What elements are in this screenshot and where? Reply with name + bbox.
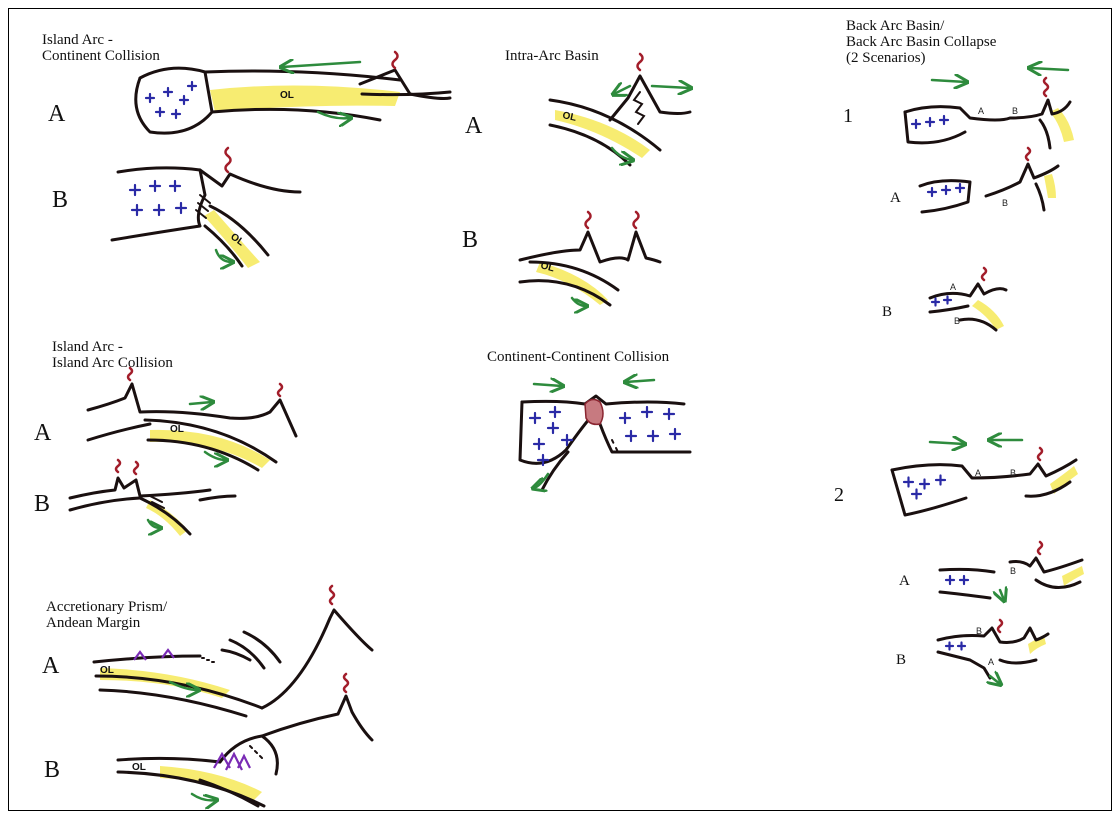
oceanic-lithosphere-label: OL [100,665,114,676]
plate-motion-arrow [930,442,964,444]
volcano-icon [586,212,591,228]
plate-motion-arrow [190,402,212,404]
volcano-icon [1038,542,1042,554]
svg-text:A: A [950,282,956,292]
extension-arrow-left [614,86,630,94]
volcano-icon [278,384,282,396]
subduction-arrow [572,298,586,306]
oceanic-slab [100,668,230,698]
extension-arrow-right [652,86,690,88]
volcano-icon [1038,448,1042,460]
volcano-icon [344,674,348,692]
diagram-back-arc-2a: B [940,542,1084,600]
oceanic-lithosphere-label: OL [170,424,184,435]
svg-text:A: A [988,657,994,667]
diagram-back-arc-1a: B [920,148,1058,212]
subduction-arrow [148,520,160,528]
svg-text:B: B [1010,468,1016,478]
diagram-arc-continent-a: OL [136,52,450,133]
volcano-icon [998,620,1002,632]
plate-motion-arrow [932,80,966,82]
continent-block [136,68,212,133]
volcano-icon [1026,148,1030,160]
volcano-icon [982,268,986,280]
diagram-back-arc-1b: A B [930,268,1006,330]
oceanic-lithosphere-label: OL [280,90,294,101]
svg-text:B: B [1002,198,1008,208]
diagram-back-arc-2b: B A [938,620,1048,684]
subduction-arrow [990,676,1000,684]
oceanic-lithosphere-label: OL [132,762,146,773]
subduction-arrow [192,794,216,800]
diagram-back-arc-1: A B [905,68,1074,148]
volcano-icon [330,586,334,604]
volcano-icon [134,462,138,474]
diagram-arc-arc-a: OL [88,368,296,470]
oceanic-slab [1044,174,1056,198]
diagram-back-arc-2: A B [892,440,1078,515]
plate-motion-arrow [282,62,360,67]
plate-motion-arrow [1030,68,1068,70]
continental-crust-plus [146,82,196,118]
continental-crust-plus [130,181,186,215]
diagram-arc-continent-b: OL [112,148,300,268]
subduction-arrow [1000,590,1004,600]
volcano-icon [638,54,643,70]
volcano-icon [634,212,639,228]
volcano-icon [393,52,398,68]
svg-text:A: A [975,468,981,478]
svg-text:B: B [954,316,960,326]
diagram-arc-arc-b [70,460,235,536]
volcano-icon [1044,78,1048,96]
svg-text:B: B [976,626,982,636]
diagram-intra-arc-b: OL [520,212,660,306]
diagram-continent-continent [520,380,690,490]
volcano-icon [226,148,231,172]
svg-text:B: B [1010,566,1016,576]
diagram-intra-arc-a: OL [550,54,690,165]
svg-text:B: B [1012,106,1018,116]
plate-motion-arrow [626,380,654,382]
diagram-accretionary-a: OL [94,586,372,716]
oceanic-slab [210,85,400,112]
svg-text:A: A [978,106,984,116]
suture-zone [585,399,603,424]
plate-motion-arrow [534,384,562,386]
continent-block [112,168,205,240]
volcano-icon [128,368,132,380]
volcano-icon [116,460,120,472]
